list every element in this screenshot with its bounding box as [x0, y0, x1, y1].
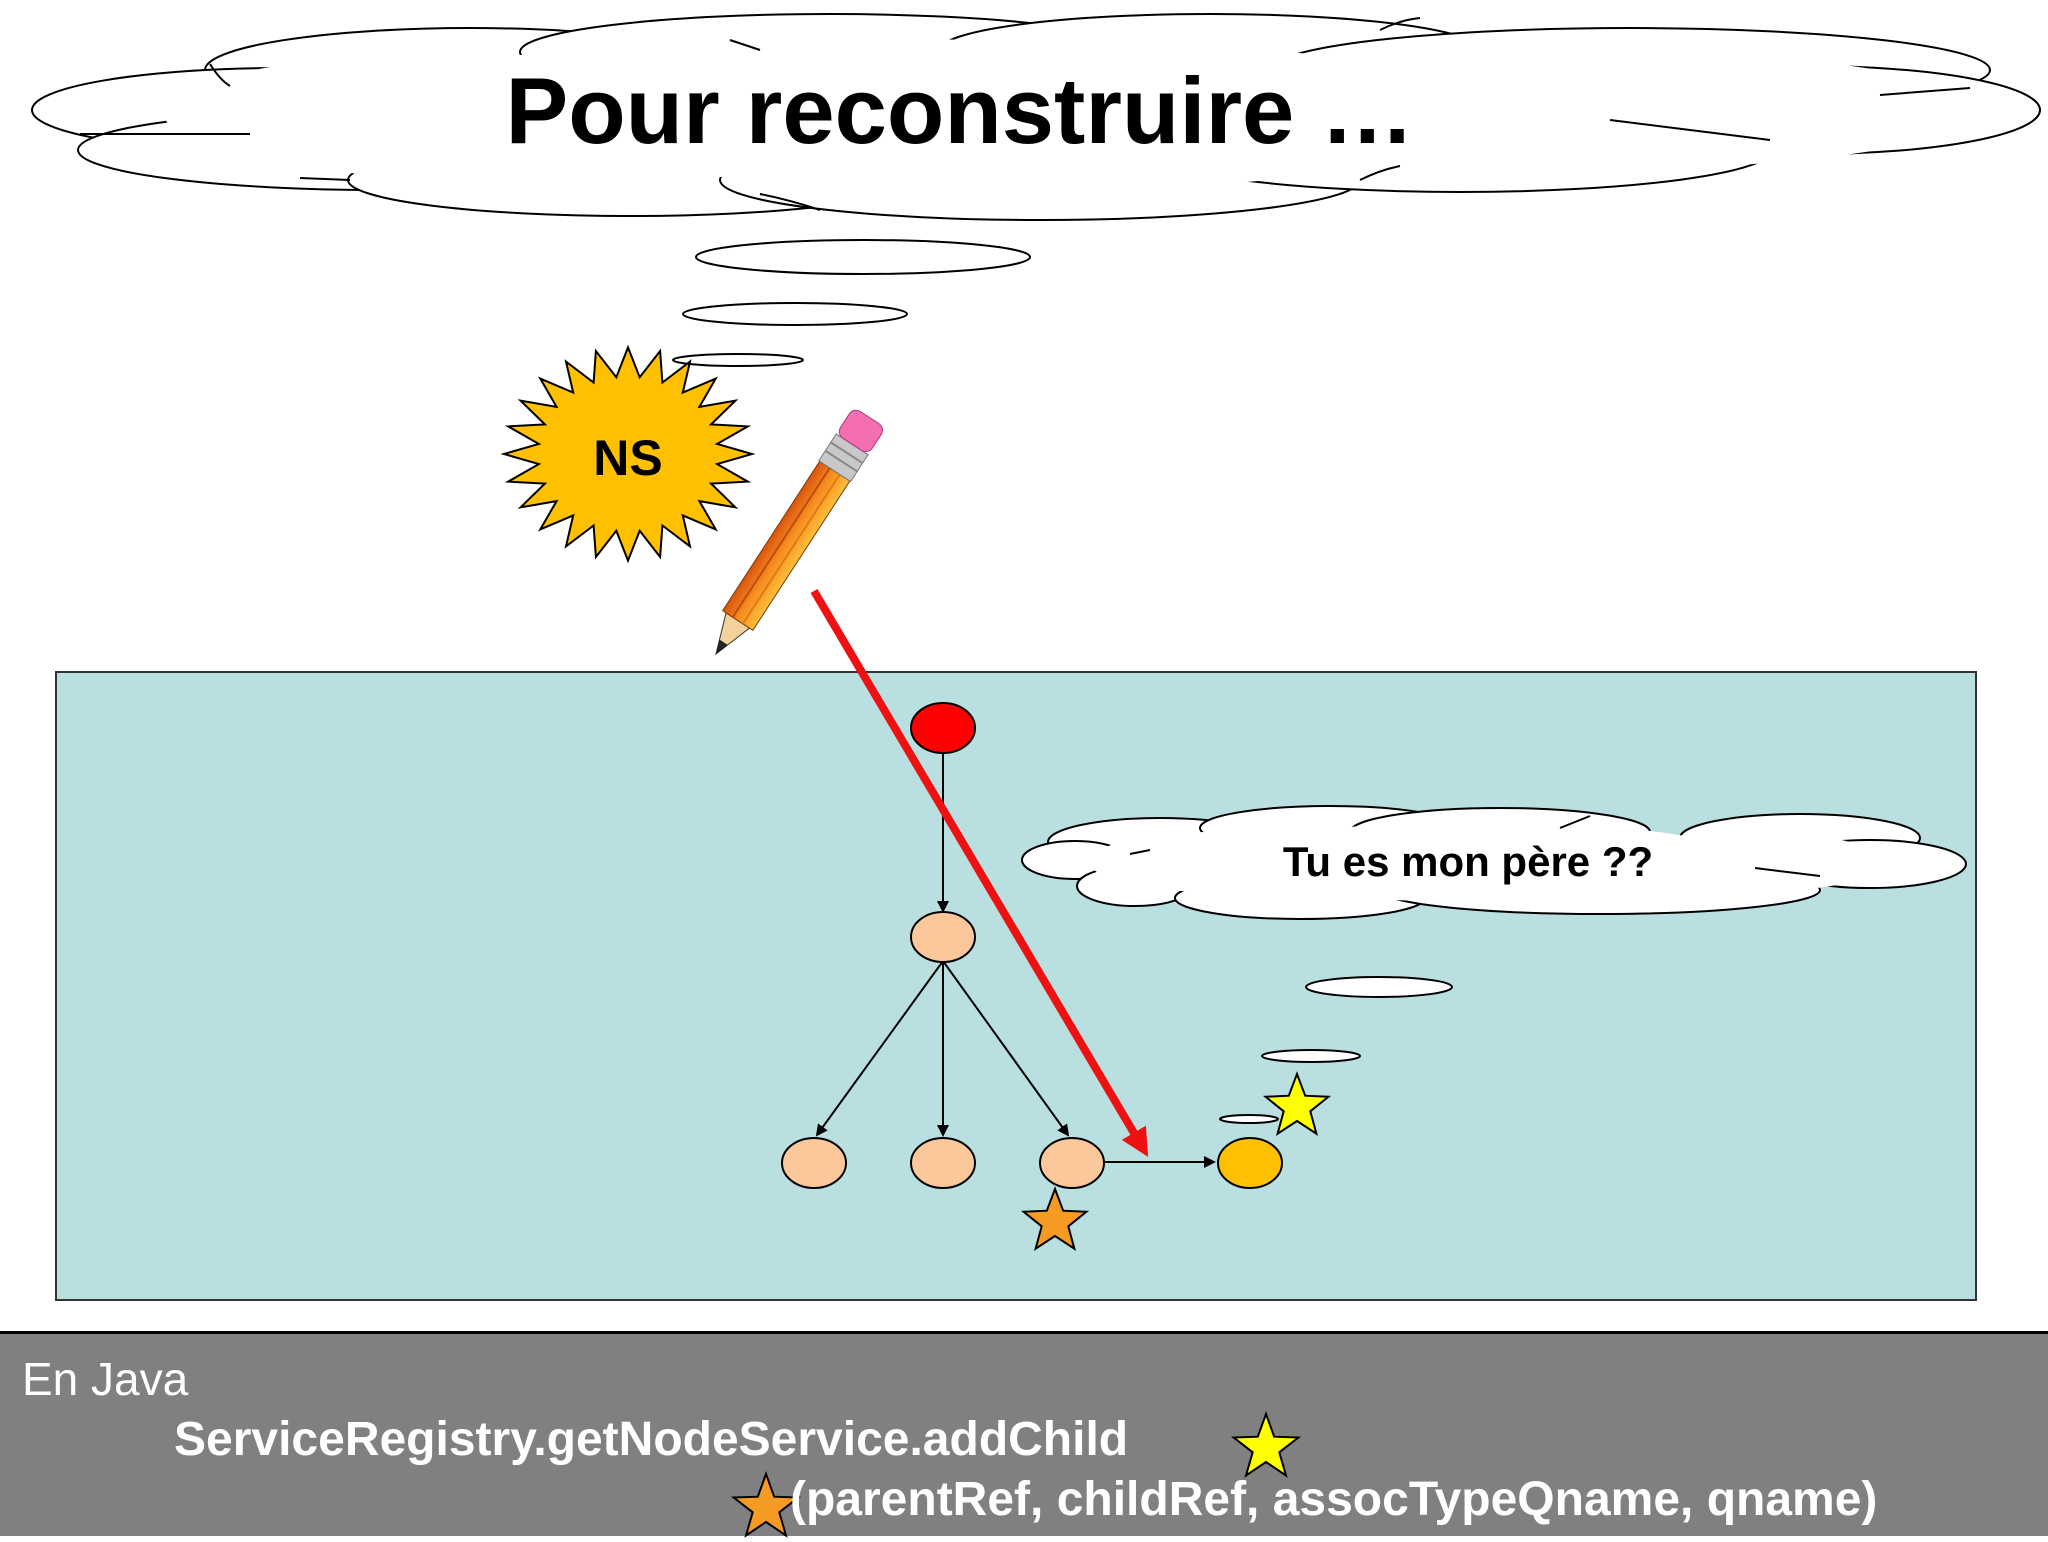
pencil-icon — [715, 409, 883, 656]
code-method-args: (parentRef, childRef, assocTypeQname, qn… — [790, 1473, 1878, 1526]
star-icon — [730, 1471, 802, 1538]
child-node — [910, 1137, 976, 1189]
parent-node — [910, 911, 976, 963]
question-cloud: Tu es mon père ?? — [1021, 805, 1967, 920]
insert-arrow — [810, 588, 1149, 1157]
child-node — [781, 1137, 847, 1189]
star-icon — [1020, 1186, 1090, 1251]
code-panel: En Java ServiceRegistry.getNodeService.a… — [0, 1331, 2048, 1538]
ns-label: NS — [593, 430, 662, 486]
code-intro: En Java — [22, 1353, 189, 1405]
new-child-node — [1217, 1137, 1283, 1189]
sun-burst-icon: NS — [500, 344, 756, 564]
child-node — [1039, 1137, 1105, 1189]
code-method-call: ServiceRegistry.getNodeService.addChild — [174, 1413, 1129, 1466]
question-cloud-trail — [1219, 976, 1453, 1124]
bubble-text: Tu es mon père ?? — [1283, 838, 1653, 885]
workspace-panel — [55, 671, 1977, 1301]
root-node — [910, 702, 976, 754]
title-cloud: Pour reconstruire … — [31, 13, 2041, 221]
star-icon — [1262, 1071, 1332, 1136]
slide-title: Pour reconstruire … — [506, 58, 1415, 163]
tree-edges — [815, 754, 1216, 1168]
thought-trail — [672, 239, 1031, 367]
star-icon — [1230, 1411, 1302, 1478]
tree-nodes — [781, 702, 1283, 1189]
